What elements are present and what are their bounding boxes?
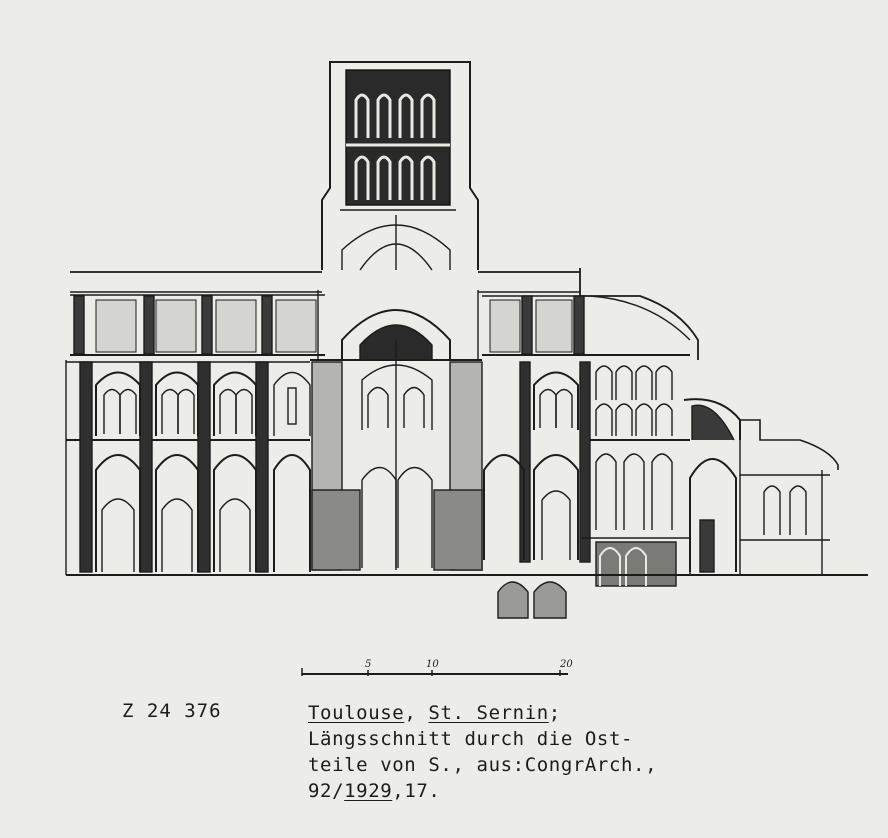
crossing-piers xyxy=(310,290,483,571)
chevet xyxy=(482,295,839,575)
longitudinal-section-drawing xyxy=(65,61,868,619)
caption-line-3: teile von S., aus:CongrArch., xyxy=(308,754,658,776)
caption-place: Toulouse xyxy=(308,702,405,724)
caption-block: Toulouse, St. Sernin; Längsschnitt durch… xyxy=(308,700,657,804)
crossing-tower xyxy=(321,61,479,271)
scale-tick-10: 10 xyxy=(426,659,439,670)
nave-clerestory xyxy=(70,294,325,356)
nave-tribune xyxy=(66,361,311,573)
scale-tick-5: 5 xyxy=(365,659,371,670)
scale-tick-20: 20 xyxy=(559,659,573,670)
crypt xyxy=(497,537,691,619)
caption-line-4: 92/1929,17. xyxy=(308,780,441,802)
scale-bar: 5 10 20 xyxy=(301,659,573,676)
nave-arcade xyxy=(65,360,311,575)
ambulatory-arcades xyxy=(590,365,690,530)
caption-building: St. Sernin xyxy=(428,702,549,724)
catalog-number: Z 24 376 xyxy=(122,700,222,722)
caption-line-2: Längsschnitt durch die Ost- xyxy=(308,728,634,750)
caption-year: 1929 xyxy=(344,780,393,802)
caption-line-1: Toulouse, St. Sernin; xyxy=(308,702,561,724)
